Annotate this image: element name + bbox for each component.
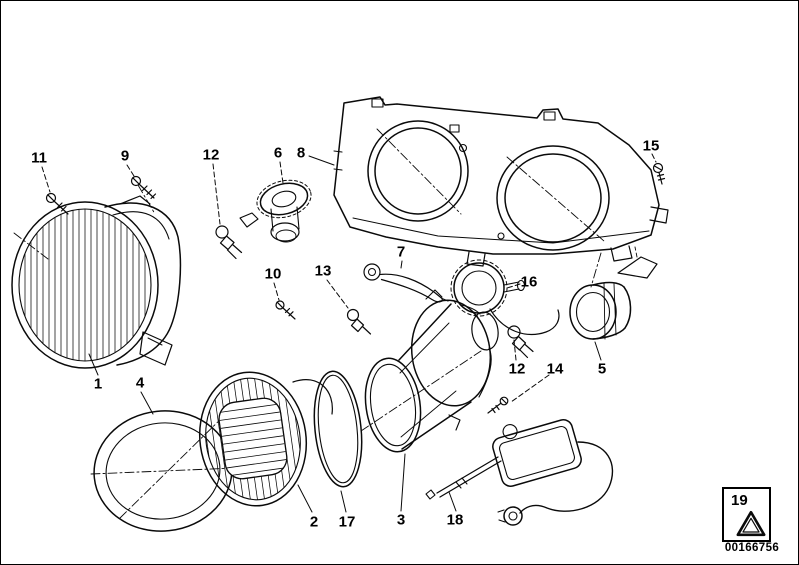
callout-part-18[interactable]: 18 — [446, 511, 464, 529]
callout-part-10[interactable]: 10 — [264, 265, 282, 283]
callout-part-7[interactable]: 7 — [396, 243, 406, 261]
callout-part-4[interactable]: 4 — [135, 374, 145, 392]
mounting-panel-part8-drawing — [334, 97, 668, 266]
callout-part-11[interactable]: 11 — [31, 149, 47, 167]
callout-part-9[interactable]: 9 — [120, 147, 130, 165]
callout-part-6[interactable]: 6 — [273, 144, 283, 162]
screw-part9-drawing — [132, 177, 156, 199]
callout-part-15[interactable]: 15 — [642, 137, 660, 155]
bulb-part12a-drawing — [216, 213, 258, 259]
badge-number: 19 — [731, 492, 748, 509]
foglamp-lens-part2-drawing — [191, 365, 332, 513]
headlamp-lens-part1-drawing — [12, 196, 180, 371]
bulb-holder-part6-drawing — [253, 175, 315, 242]
rounded-triangle-logo-icon — [735, 509, 767, 538]
screw-part10-drawing — [276, 301, 295, 319]
bulb-part12b-drawing — [508, 326, 533, 358]
callout-part-12-b[interactable]: 12 — [508, 360, 526, 378]
bulb-part13-drawing — [348, 310, 371, 335]
trim-ring-axis-lines — [91, 410, 235, 518]
callout-part-16[interactable]: 16 — [520, 273, 538, 291]
bulb-cover-part5-drawing — [570, 247, 657, 339]
item-19-badge[interactable]: 19 — [722, 487, 771, 542]
callout-part-14[interactable]: 14 — [546, 360, 564, 378]
callout-part-13[interactable]: 13 — [314, 262, 332, 280]
callout-part-3[interactable]: 3 — [396, 511, 406, 529]
diagram-part-code: 00166756 — [724, 542, 780, 554]
screw-part14-drawing — [488, 397, 508, 413]
callout-leader-lines — [42, 154, 656, 512]
callout-part-5[interactable]: 5 — [597, 360, 607, 378]
callout-part-8[interactable]: 8 — [296, 144, 306, 162]
screw-part11-drawing — [47, 194, 69, 215]
screw-part15-drawing — [654, 164, 665, 185]
callout-part-12-a[interactable]: 12 — [202, 146, 220, 164]
retaining-clip-part7-drawing — [364, 264, 448, 302]
callout-part-17[interactable]: 17 — [338, 513, 356, 531]
callout-part-2[interactable]: 2 — [309, 513, 319, 531]
projector-unit-part3-drawing — [360, 290, 501, 455]
gasket-ring-part17-drawing — [309, 369, 367, 489]
callout-part-1[interactable]: 1 — [93, 375, 103, 393]
igniter-cable-part18-drawing — [426, 408, 612, 525]
cap-part16-drawing — [451, 260, 559, 334]
